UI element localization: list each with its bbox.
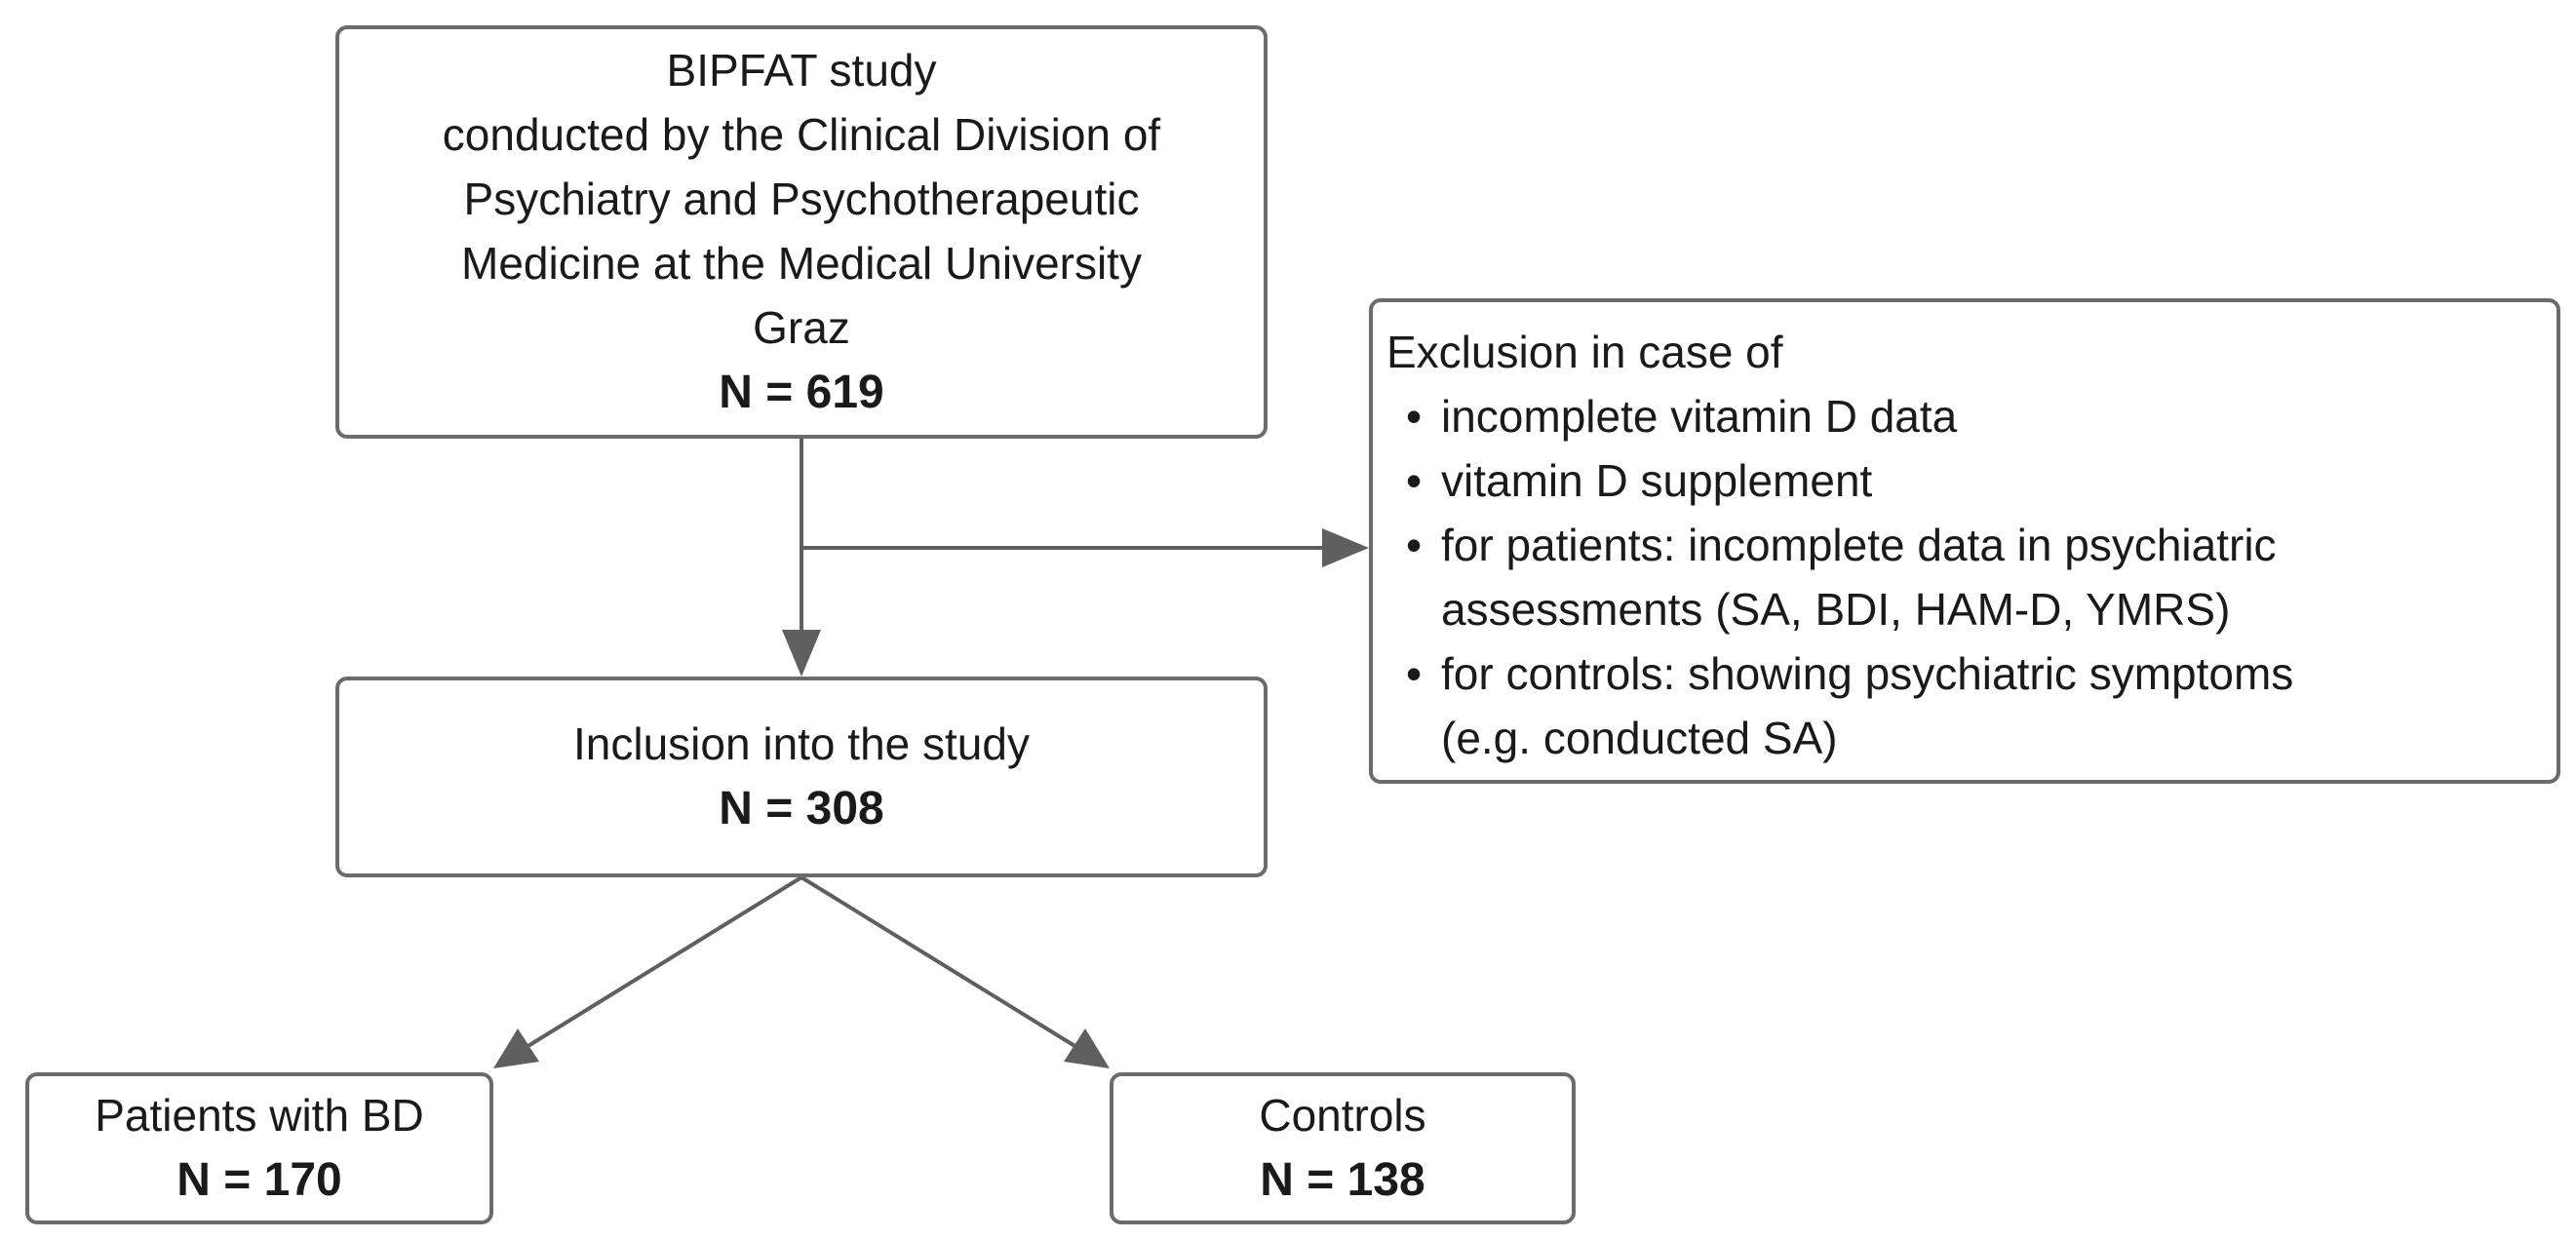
study-count: N = 619 (719, 367, 884, 418)
exclusion-item-line: for controls: showing psychiatric sympto… (1441, 648, 2294, 699)
patients-box: Patients with BD N = 170 (25, 1072, 493, 1224)
exclusion-item: • incomplete vitamin D data (1386, 384, 2556, 448)
exclusion-item: • for controls: showing psychiatric symp… (1386, 641, 2556, 770)
study-line: BIPFAT study (666, 45, 937, 96)
exclusion-item: • for patients: incomplete data in psych… (1386, 513, 2556, 641)
exclusion-item-line: (e.g. conducted SA) (1441, 713, 1838, 763)
exclusion-item-line: incomplete vitamin D data (1441, 391, 1958, 442)
exclusion-item: • vitamin D supplement (1386, 448, 2556, 513)
study-line: conducted by the Clinical Division of (442, 109, 1161, 160)
exclusion-box: Exclusion in case of • incomplete vitami… (1369, 298, 2560, 784)
bullet-icon: • (1406, 391, 1423, 442)
study-line: Medicine at the Medical University (461, 238, 1142, 289)
exclusion-list: • incomplete vitamin D data • vitamin D … (1386, 384, 2556, 770)
controls-box: Controls N = 138 (1110, 1072, 1576, 1224)
arrowhead-patients (493, 1028, 539, 1068)
bullet-icon: • (1406, 455, 1423, 506)
study-line: Graz (753, 302, 850, 353)
arrowhead-right (1322, 528, 1369, 567)
study-box: BIPFAT study conducted by the Clinical D… (335, 25, 1268, 439)
bullet-icon: • (1406, 648, 1423, 699)
study-line: Psychiatry and Psychotherapeutic (463, 174, 1140, 224)
inclusion-box: Inclusion into the study N = 308 (335, 677, 1268, 877)
exclusion-title: Exclusion in case of (1386, 327, 1783, 377)
patients-count: N = 170 (176, 1154, 342, 1206)
controls-count: N = 138 (1260, 1154, 1425, 1206)
connector-inclusion-to-patients (525, 875, 803, 1049)
exclusion-item-line: assessments (SA, BDI, HAM-D, YMRS) (1441, 584, 2231, 635)
controls-label: Controls (1259, 1090, 1426, 1141)
inclusion-label: Inclusion into the study (573, 718, 1030, 769)
arrowhead-down (782, 630, 821, 677)
arrowhead-controls (1064, 1028, 1110, 1068)
connector-inclusion-to-controls (800, 875, 1078, 1049)
inclusion-count: N = 308 (719, 783, 884, 834)
patients-label: Patients with BD (95, 1090, 424, 1141)
bullet-icon: • (1406, 520, 1423, 570)
exclusion-item-line: vitamin D supplement (1441, 455, 1873, 506)
exclusion-item-line: for patients: incomplete data in psychia… (1441, 520, 2277, 570)
